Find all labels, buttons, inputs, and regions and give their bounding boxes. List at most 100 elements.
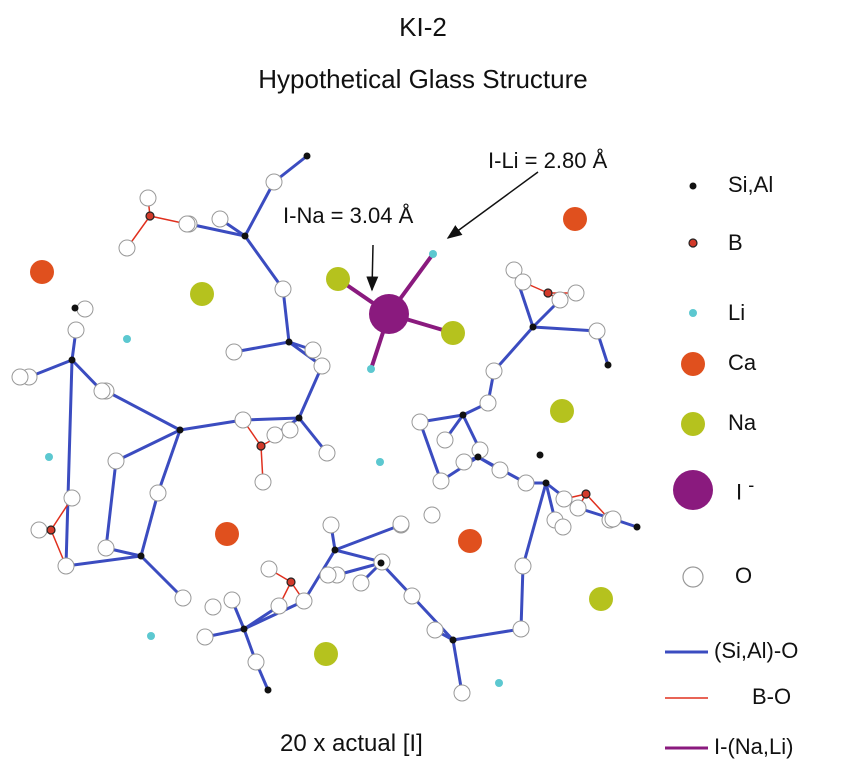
calcium-atom bbox=[30, 260, 54, 284]
bond bbox=[243, 234, 285, 291]
bond bbox=[521, 481, 548, 568]
lithium-atom bbox=[376, 458, 384, 466]
legend-bond-label-0: (Si,Al)-O bbox=[714, 638, 799, 663]
bond bbox=[64, 358, 74, 568]
oxygen-atom bbox=[604, 510, 622, 528]
legend-symbols bbox=[665, 182, 713, 750]
si-o-bonds bbox=[27, 154, 639, 695]
oxygen-atom bbox=[234, 411, 252, 429]
bond bbox=[242, 599, 306, 631]
lithium-atom bbox=[495, 679, 503, 687]
bond bbox=[139, 491, 160, 558]
oxygen-atom bbox=[174, 589, 192, 607]
oxygen-atom bbox=[211, 210, 229, 228]
si-al-atom bbox=[474, 453, 482, 461]
iodide-atom bbox=[369, 294, 409, 334]
bond bbox=[232, 340, 291, 354]
oxygen-atom bbox=[265, 173, 283, 191]
calcium-atom bbox=[458, 529, 482, 553]
bond bbox=[519, 564, 525, 631]
diagram-subtitle: Hypothetical Glass Structure bbox=[258, 64, 588, 94]
boron-atom bbox=[46, 525, 56, 535]
oxygen-atom bbox=[11, 368, 29, 386]
bond bbox=[139, 554, 185, 600]
oxygen-atom bbox=[318, 444, 336, 462]
sodium-atom bbox=[589, 587, 613, 611]
si-al-atom bbox=[68, 356, 76, 364]
si-al-atom bbox=[459, 411, 467, 419]
oxygen-atom bbox=[63, 489, 81, 507]
lithium-atom bbox=[45, 453, 53, 461]
oxygen-atom bbox=[455, 453, 473, 471]
oxygen-atom bbox=[426, 621, 444, 639]
bond bbox=[451, 638, 464, 695]
oxygen-atom bbox=[223, 591, 241, 609]
oxygen-atom bbox=[485, 362, 503, 380]
oxygen-atom bbox=[453, 684, 471, 702]
i-na-arrow bbox=[366, 244, 379, 292]
si-al-atom bbox=[303, 152, 311, 160]
iodide-charge-superscript: - bbox=[748, 475, 755, 495]
oxygen-atom bbox=[97, 539, 115, 557]
boron-atom bbox=[543, 288, 553, 298]
bond bbox=[104, 389, 182, 432]
bond bbox=[281, 287, 291, 344]
oxygen-atom bbox=[260, 560, 278, 578]
oxygen-atom bbox=[225, 343, 243, 361]
oxygen-atom bbox=[67, 321, 85, 339]
bond bbox=[302, 548, 337, 603]
si-al-atom bbox=[536, 451, 544, 459]
legend-b-symbol bbox=[688, 238, 698, 248]
legend-o-symbol bbox=[682, 566, 704, 588]
bond bbox=[156, 428, 182, 495]
oxygen-atom bbox=[149, 484, 167, 502]
bond bbox=[114, 428, 182, 463]
bond bbox=[243, 180, 276, 238]
oxygen-atom bbox=[178, 215, 196, 233]
si-al-atom bbox=[240, 625, 248, 633]
si-al-atom bbox=[241, 232, 249, 240]
i-li-distance-label: I-Li = 2.80 Å bbox=[488, 148, 608, 173]
bond bbox=[187, 222, 247, 238]
lithium-atom bbox=[367, 365, 375, 373]
calcium-atom bbox=[215, 522, 239, 546]
oxygen-atom bbox=[479, 394, 497, 412]
si-al-atom bbox=[529, 323, 537, 331]
si-al-atom bbox=[137, 552, 145, 560]
oxygen-atom bbox=[491, 461, 509, 479]
bond bbox=[64, 554, 143, 568]
si-al-atom bbox=[604, 361, 612, 369]
sodium-atom bbox=[190, 282, 214, 306]
bond bbox=[333, 523, 403, 552]
sodium-atom bbox=[326, 267, 350, 291]
legend-bond-label-1: B-O bbox=[752, 684, 792, 709]
oxygen-atom bbox=[392, 515, 410, 533]
oxygen-atom bbox=[569, 499, 587, 517]
bond bbox=[418, 420, 443, 483]
legend-o-label: O bbox=[735, 563, 753, 588]
oxygen-atom bbox=[423, 506, 441, 524]
oxygen-atom bbox=[107, 452, 125, 470]
oxygen-atom bbox=[254, 473, 272, 491]
oxygen-atom bbox=[554, 518, 572, 536]
lithium-atom bbox=[123, 335, 131, 343]
legend-na-symbol bbox=[681, 412, 705, 436]
oxygen-atom bbox=[196, 628, 214, 646]
si-al-atom bbox=[285, 338, 293, 346]
lithium-atom bbox=[147, 632, 155, 640]
si-al-atom bbox=[542, 479, 550, 487]
oxygen-atom bbox=[304, 341, 322, 359]
oxygen-atom bbox=[204, 598, 222, 616]
oxygen-atom bbox=[555, 490, 573, 508]
bond bbox=[104, 459, 118, 550]
oxygen-atom bbox=[266, 426, 284, 444]
oxygen-atom bbox=[274, 280, 292, 298]
legend-b-label: B bbox=[728, 230, 743, 255]
bond bbox=[178, 418, 245, 432]
si-al-atom bbox=[71, 304, 79, 312]
legend-na-label: Na bbox=[728, 410, 757, 435]
oxygen-atom bbox=[139, 189, 157, 207]
boron-atom bbox=[145, 211, 155, 221]
oxygen-atom bbox=[76, 300, 94, 318]
